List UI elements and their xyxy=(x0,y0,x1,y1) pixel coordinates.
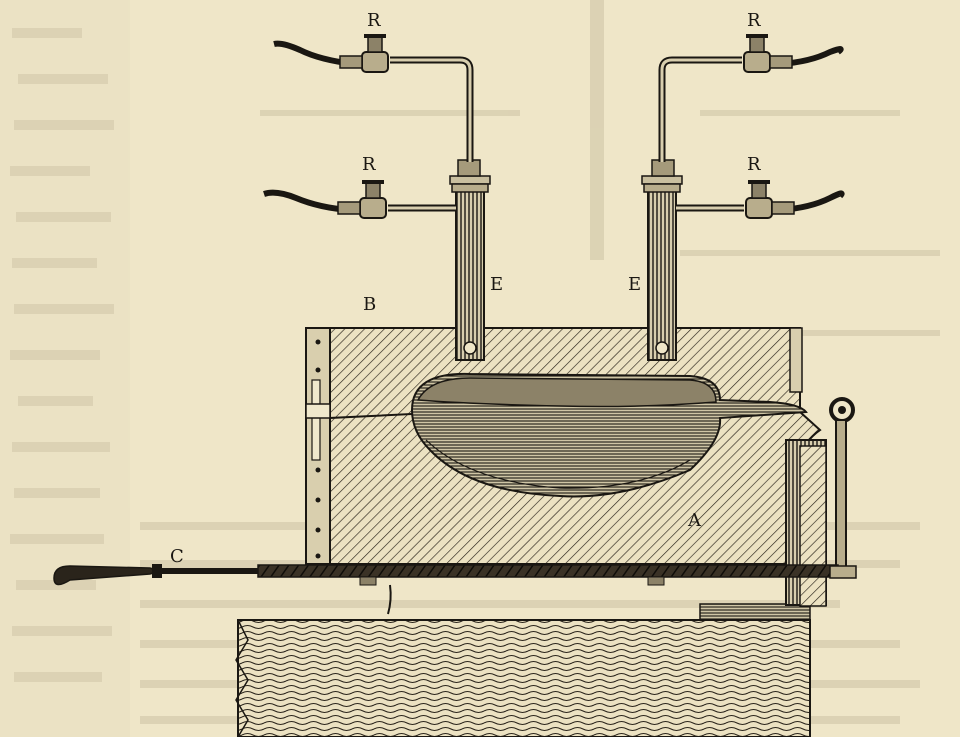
label-c: C xyxy=(170,546,184,567)
side-rod xyxy=(829,397,855,571)
rod-c xyxy=(53,564,857,615)
label-r-mid-right: R xyxy=(747,154,761,175)
label-r-top-right: R xyxy=(747,10,761,31)
label-r-top-left: R xyxy=(367,10,381,31)
label-a: A xyxy=(688,510,701,531)
base-table xyxy=(235,603,811,737)
pipe-top-right xyxy=(658,46,844,162)
valve-top-right xyxy=(743,34,793,73)
label-e-right: E xyxy=(628,274,642,295)
label-r-mid-left: R xyxy=(362,154,376,175)
pipe-mid-left xyxy=(263,189,456,213)
crucible xyxy=(410,372,808,498)
pipe-mid-right xyxy=(676,190,845,213)
valve-mid-left xyxy=(337,180,387,219)
label-b: B xyxy=(363,294,377,315)
tube-right xyxy=(641,159,683,361)
valve-top-left xyxy=(339,34,389,73)
pipe-top-left xyxy=(273,40,474,162)
valve-mid-right xyxy=(745,180,795,219)
label-e-left: E xyxy=(490,274,504,295)
tube-left xyxy=(449,159,491,361)
